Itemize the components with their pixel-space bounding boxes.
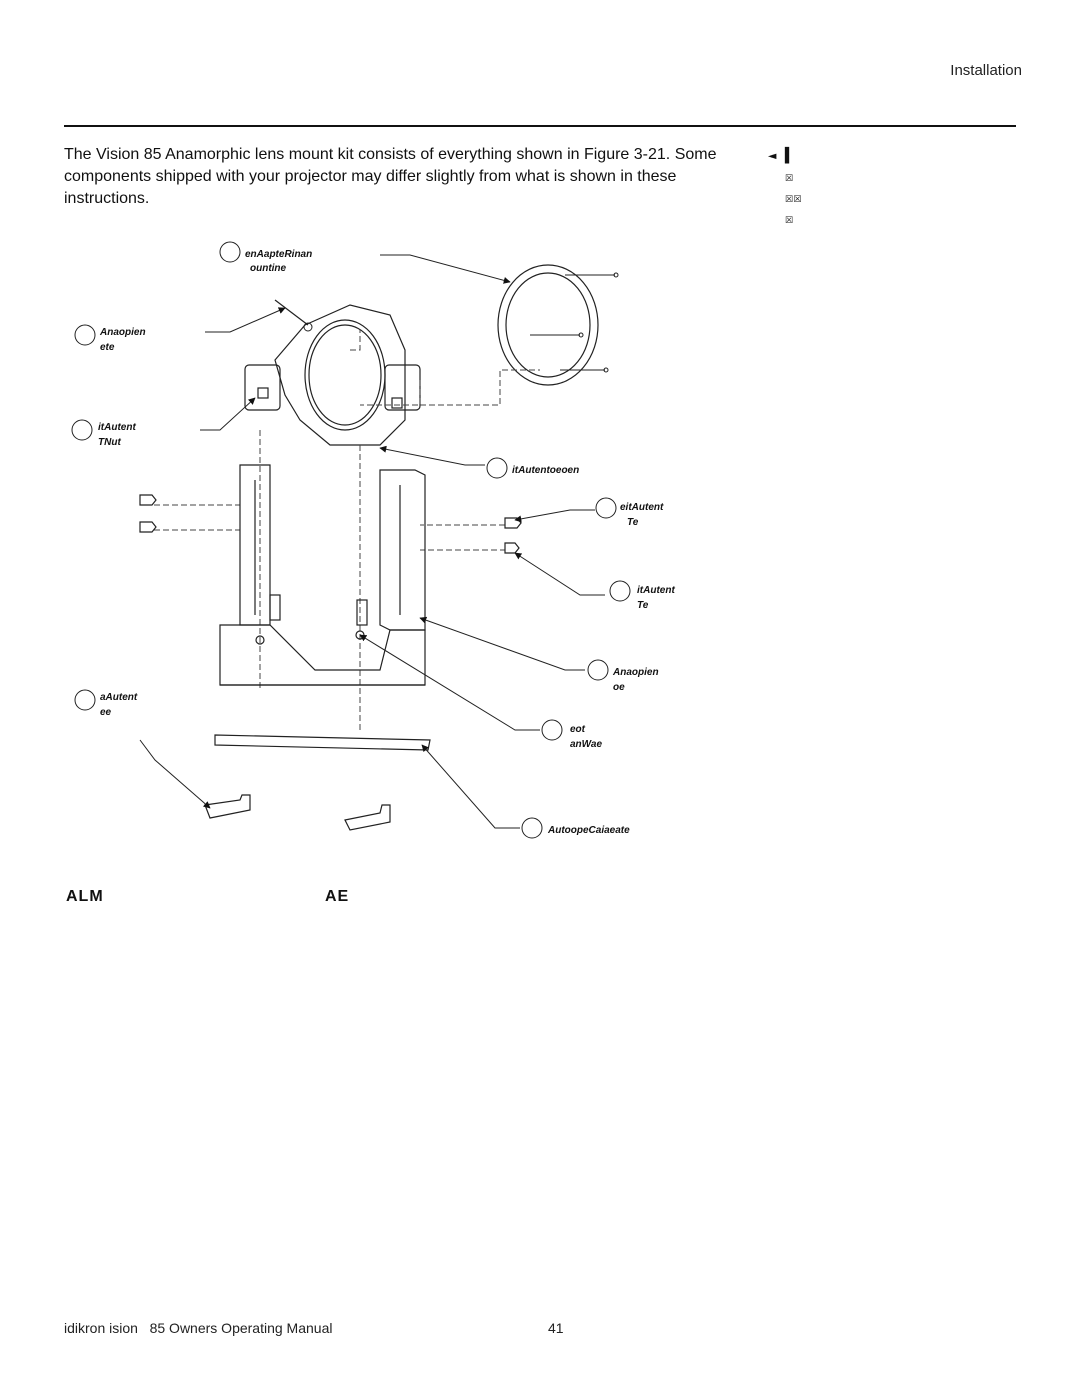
lens-mount-exploded-diagram: enAapteRinan ountine Anaopien ete itAute… bbox=[71, 241, 675, 839]
mounting-stand bbox=[219, 464, 426, 686]
thumb-screws bbox=[139, 494, 522, 554]
callout-line1: itAutentoeoen bbox=[512, 465, 579, 476]
bracket-screw bbox=[274, 299, 309, 326]
callout-t-nut: itAutent TNut bbox=[71, 419, 136, 448]
lens-bracket bbox=[244, 304, 421, 446]
callout-line1: Anaopien bbox=[99, 327, 146, 338]
callout-line1: itAutent bbox=[98, 422, 136, 433]
callout-side-plates: itAutentoeoen bbox=[486, 457, 579, 479]
callout-line2: ete bbox=[100, 342, 115, 353]
sidebar-line: ☒ bbox=[768, 211, 794, 227]
callout-line1: aAutent bbox=[100, 692, 138, 703]
callout-line2: ee bbox=[100, 707, 112, 718]
callout-line1: eot bbox=[570, 724, 586, 735]
callout-line2: ountine bbox=[250, 263, 287, 274]
sidebar-line: ☒☒ bbox=[768, 190, 802, 206]
callout-line2: TNut bbox=[98, 437, 121, 448]
figure-caption-right: AE bbox=[325, 888, 350, 905]
callout-line2: Te bbox=[627, 517, 639, 528]
callout-base-plate: AutoopeCaiaeate bbox=[521, 817, 630, 839]
base-plate bbox=[214, 734, 431, 751]
callout-thumb-screw-2: itAutent Te bbox=[609, 580, 675, 611]
sidebar-line: ◄ ▌ bbox=[768, 148, 794, 164]
callouts: enAapteRinan ountine Anaopien ete itAute… bbox=[71, 241, 675, 839]
callout-line1: AutoopeCaiaeate bbox=[547, 825, 630, 836]
mounting-clamps bbox=[204, 794, 391, 831]
callout-anamorphic-bracket: Anaopien ete bbox=[74, 324, 146, 353]
footer-manual-title: idikron ision 85 Owners Operating Manual bbox=[64, 1320, 333, 1336]
sidebar-glyphs: ◄ ▌ ☒ ☒☒ ☒ bbox=[768, 146, 828, 230]
callout-line2: anWae bbox=[570, 739, 602, 750]
callout-line1: eitAutent bbox=[620, 502, 664, 513]
callout-line1: enAapteRinan bbox=[245, 249, 312, 260]
header-divider bbox=[64, 125, 1016, 127]
callout-line2: oe bbox=[613, 682, 625, 693]
intro-paragraph: The Vision 85 Anamorphic lens mount kit … bbox=[64, 146, 717, 207]
page-number: 41 bbox=[548, 1320, 564, 1336]
sidebar-line: ☒ bbox=[768, 169, 794, 185]
callout-thumb-screw-1: eitAutent Te bbox=[595, 497, 664, 528]
callout-anamorphic-base: Anaopien oe bbox=[587, 659, 659, 693]
ring-screws bbox=[530, 272, 619, 373]
callout-washer: eot anWae bbox=[541, 719, 602, 750]
callout-adjustment-screws: aAutent ee bbox=[74, 689, 138, 718]
adapter-ring bbox=[497, 264, 599, 386]
dashed-guides bbox=[145, 330, 540, 730]
figure-caption-left: ALM bbox=[66, 888, 104, 905]
section-title: Installation bbox=[950, 62, 1022, 79]
callout-line2: Te bbox=[637, 600, 649, 611]
callout-line1: Anaopien bbox=[612, 667, 659, 678]
callout-adapter-ring: enAapteRinan ountine bbox=[219, 241, 312, 274]
callout-line1: itAutent bbox=[637, 585, 675, 596]
